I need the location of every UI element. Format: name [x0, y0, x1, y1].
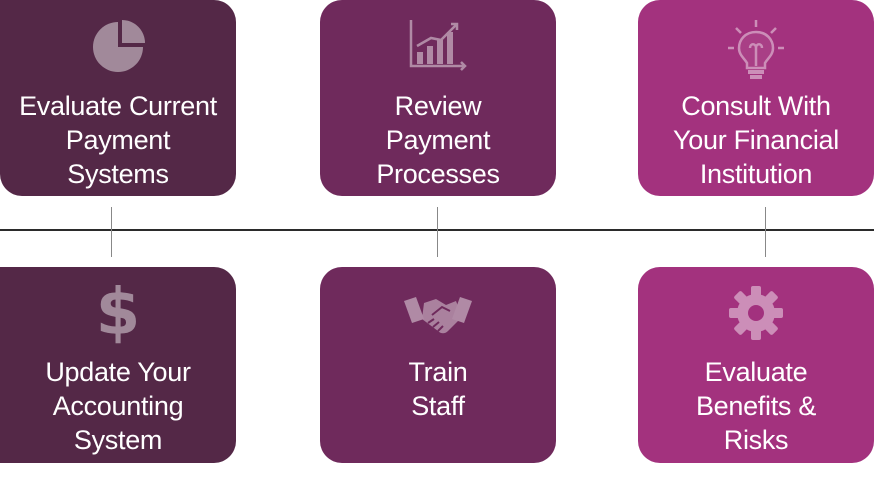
- step-label-line: Train: [408, 357, 468, 387]
- step-label-line: Consult With: [681, 91, 831, 121]
- step-label-line: Payment: [65, 125, 171, 155]
- bar-chart-icon: [407, 18, 469, 79]
- connector-1: [111, 207, 112, 257]
- step-label-line: Processes: [376, 159, 500, 189]
- step-label-line: Staff: [411, 391, 465, 421]
- step-label-line: Risks: [723, 425, 789, 455]
- step-label-line: Update Your: [45, 357, 191, 387]
- step-card-review-payment-processes: Review Payment Processes: [320, 0, 556, 196]
- step-label-line: Evaluate Current: [19, 91, 217, 121]
- step-label-line: Systems: [67, 159, 169, 189]
- dollar-icon: $: [95, 276, 141, 350]
- step-label-line: Your Financial: [673, 125, 839, 155]
- lightbulb-icon: [726, 18, 786, 85]
- step-label-line: Evaluate: [704, 357, 808, 387]
- step-label-line: Accounting: [52, 391, 184, 421]
- connector-3: [765, 207, 766, 257]
- pie-chart-icon: [89, 18, 147, 81]
- step-label-line: System: [73, 425, 163, 455]
- connector-2: [437, 207, 438, 257]
- step-label-line: Payment: [385, 125, 491, 155]
- step-card-consult-financial-institution: Consult With Your Financial Institution: [638, 0, 874, 196]
- step-card-evaluate-benefits-risks: Evaluate Benefits & Risks: [638, 267, 874, 463]
- step-card-update-accounting-system: $ Update Your Accounting System: [0, 267, 236, 463]
- handshake-icon: [402, 293, 474, 346]
- gear-icon: [728, 285, 784, 346]
- step-label-line: Review: [394, 91, 482, 121]
- step-card-evaluate-current-payment-systems: Evaluate Current Payment Systems: [0, 0, 236, 196]
- step-card-train-staff: Train Staff: [320, 267, 556, 463]
- step-label-line: Institution: [699, 159, 813, 189]
- step-label-line: Benefits &: [695, 391, 817, 421]
